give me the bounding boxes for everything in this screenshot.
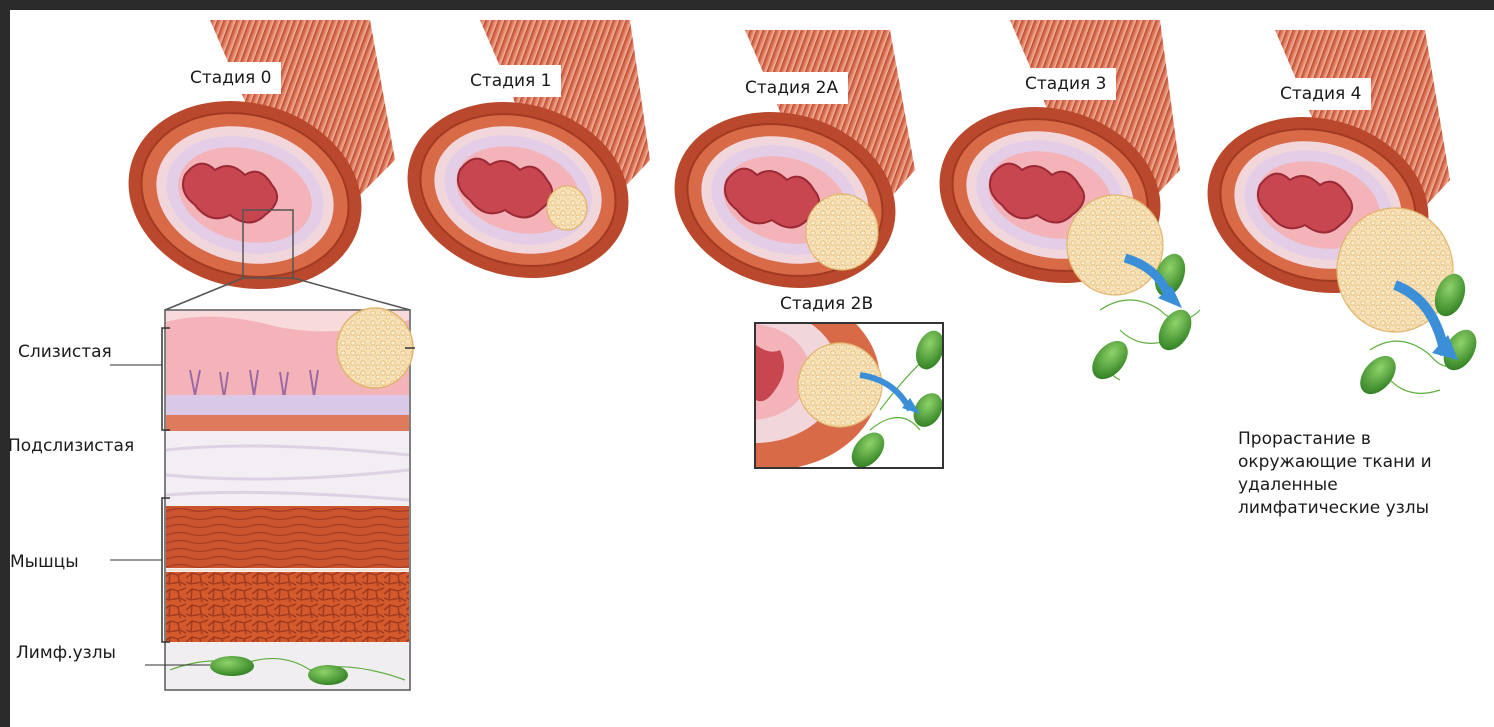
- lymph-node-label: Лимф.узлы: [16, 643, 116, 663]
- diagram-canvas: Стадия 0 Стадия 1 Стадия 2А Стадия 3 Ста…: [10, 10, 1494, 727]
- stage-3-label: Стадия 3: [1015, 68, 1116, 100]
- stage-4-label: Стадия 4: [1270, 78, 1371, 110]
- stage-2a-label: Стадия 2А: [735, 72, 848, 104]
- muscle-label: Мышцы: [10, 552, 79, 572]
- layer-cross-section: [110, 308, 415, 690]
- note-line: удаленные: [1238, 474, 1488, 497]
- note-line: Прорастание в: [1238, 428, 1488, 451]
- tube-stage-1: [388, 20, 650, 302]
- note-line: окружающие ткани и: [1238, 451, 1488, 474]
- stage-2b-label: Стадия 2В: [772, 292, 881, 316]
- note-line: лимфатические узлы: [1238, 497, 1488, 520]
- diagram-drawing: [10, 10, 1494, 727]
- mucosa-label: Слизистая: [18, 342, 112, 362]
- submucosa-label: Подслизистая: [10, 436, 134, 456]
- inset-stage-2b: [660, 290, 949, 474]
- stage-1-label: Стадия 1: [460, 65, 561, 97]
- stage-0-label: Стадия 0: [180, 62, 281, 94]
- stage-4-description: Прорастание в окружающие ткани и удаленн…: [1238, 428, 1488, 520]
